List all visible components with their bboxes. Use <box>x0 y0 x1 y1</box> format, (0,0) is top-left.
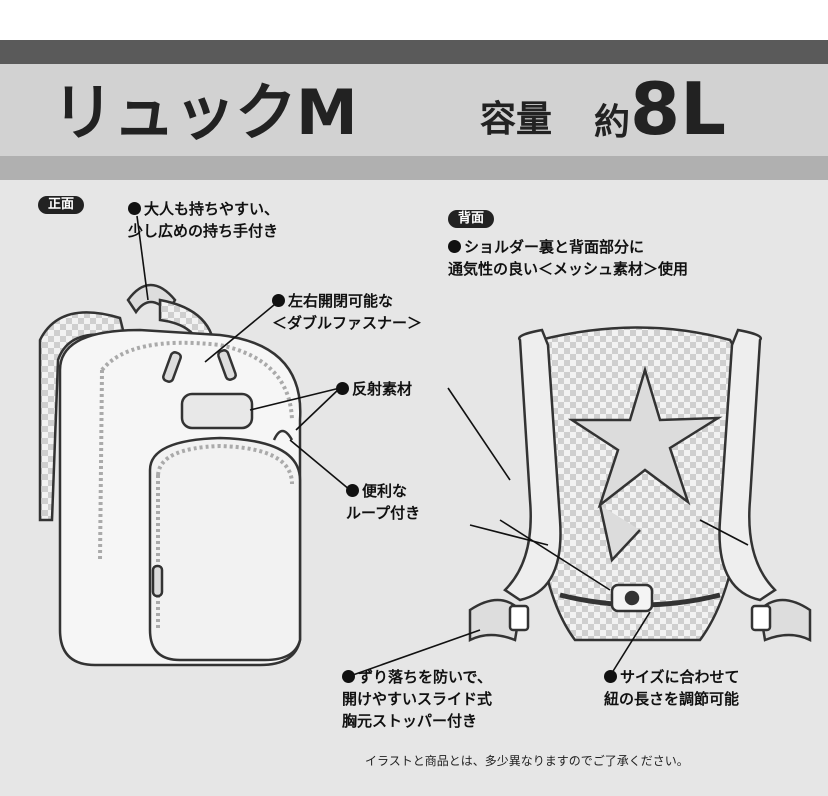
bullet-icon <box>272 294 285 307</box>
bullet-icon <box>128 202 141 215</box>
capacity: 約8L <box>594 64 726 168</box>
note-handle: 大人も持ちやすい、 少し広めの持ち手付き <box>128 200 280 240</box>
front-view-tag: 正面 <box>38 196 85 214</box>
bullet-icon <box>604 670 617 683</box>
note-chest-stopper: ずり落ちを防いで、 開けやすいスライド式 胸元ストッパー付き <box>342 668 493 730</box>
bullet-icon <box>336 382 349 395</box>
note-adjustable-strap: サイズに合わせて 紐の長さを調節可能 <box>604 668 740 708</box>
front-backpack-drawing <box>38 283 302 667</box>
callout-lines <box>136 215 749 677</box>
note-loop: 便利な ループ付き <box>346 482 421 522</box>
bullet-icon <box>346 484 359 497</box>
bullet-icon <box>342 670 355 683</box>
product-title: リュックM <box>52 76 358 149</box>
disclaimer-text: イラストと商品とは、多少異なりますのでご了承ください。 <box>365 754 689 768</box>
bullet-icon <box>448 240 461 253</box>
capacity-label: 容量 <box>480 99 553 140</box>
note-mesh: ショルダー裏と背面部分に 通気性の良い＜メッシュ素材＞使用 <box>448 238 689 278</box>
back-backpack-drawing <box>468 326 812 643</box>
capacity-value: 8L <box>630 67 726 151</box>
back-view-tag: 背面 <box>448 210 495 228</box>
note-double-zipper: 左右開閉可能な ＜ダブルファスナー＞ <box>272 292 423 332</box>
capacity-prefix: 約 <box>594 102 631 143</box>
note-reflector: 反射素材 <box>336 378 412 400</box>
top-margin <box>0 0 828 40</box>
title-banner <box>0 40 828 180</box>
